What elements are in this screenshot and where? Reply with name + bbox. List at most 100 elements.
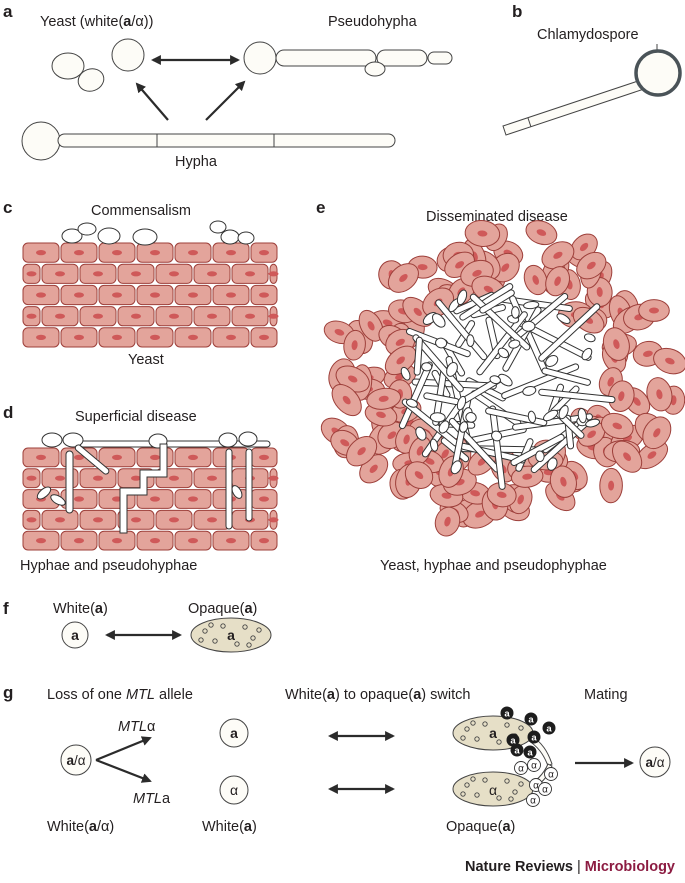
vesicle	[512, 789, 518, 795]
cell-nucleus	[596, 287, 603, 297]
yeast-cell	[429, 438, 439, 452]
yeast-cell	[36, 486, 52, 500]
yeast-bud	[77, 68, 105, 92]
a-pheromone	[510, 743, 524, 757]
yeast-cell	[556, 313, 571, 324]
panel-d-letter: d	[3, 403, 13, 422]
cell-nucleus	[395, 338, 405, 346]
panel-c-letter: c	[3, 198, 12, 217]
cell-nucleus	[560, 476, 567, 487]
cell-nucleus	[649, 307, 659, 314]
yeast-cell	[583, 333, 596, 343]
mtl-a-label: MTLa	[133, 791, 171, 807]
alpha-pheromone	[538, 782, 552, 796]
vesicle	[208, 622, 214, 628]
alpha-pheromone	[526, 793, 540, 807]
cell-nucleus	[150, 538, 160, 544]
a-pheromone-label: a	[546, 724, 552, 735]
panel-c: c Commensalism Yeast	[3, 198, 279, 368]
cell-nucleus	[632, 397, 641, 406]
white-alpha-cell	[219, 775, 249, 805]
invading-hyphae	[36, 431, 271, 534]
yeast-cell	[209, 220, 227, 234]
yeast-cell	[585, 418, 601, 428]
panel-e: e Disseminated disease Yeast, hyphae and…	[316, 198, 685, 574]
cell-nucleus	[188, 334, 198, 340]
vesicle	[508, 796, 514, 802]
white-cell	[61, 621, 89, 649]
cell-nucleus	[26, 475, 37, 481]
cell-nucleus	[112, 250, 122, 256]
alpha-pheromone-label: α	[530, 796, 536, 807]
cell-nucleus	[416, 446, 424, 456]
yeast-cell	[558, 404, 569, 420]
white-a-label: White(a)	[53, 601, 108, 617]
a-pheromone	[527, 730, 541, 744]
cell-nucleus	[131, 271, 141, 277]
cell-nucleus	[340, 439, 350, 447]
hypha-mother-cell	[21, 121, 61, 161]
hypha-label: Hypha	[175, 154, 218, 170]
cell-nucleus	[579, 242, 589, 252]
cell-nucleus	[647, 451, 657, 459]
yeast-cell	[523, 301, 540, 310]
cell-nucleus	[618, 391, 625, 402]
yeast-cell	[491, 430, 503, 442]
pseudohypha-segment	[376, 49, 428, 67]
cell-nucleus	[536, 229, 547, 236]
opaque-cell-vesicles	[198, 622, 262, 648]
cell-nucleus	[369, 464, 378, 473]
cell-nucleus	[226, 334, 236, 340]
yeast-cell	[546, 457, 558, 471]
hypha	[479, 289, 515, 314]
cell-nucleus	[150, 334, 160, 340]
vesicle	[460, 791, 466, 797]
mtl-alpha-label: MTLα	[118, 719, 155, 735]
vesicle	[474, 736, 480, 742]
disseminated-caption: Yeast, hyphae and pseudophyphae	[380, 558, 607, 574]
journal-section: Microbiology	[584, 859, 675, 875]
cell-nucleus	[74, 454, 84, 460]
cell-nucleus	[131, 313, 141, 319]
pseudohypha-mother-cell	[243, 41, 277, 75]
opaque-a-cell-label: a	[489, 725, 497, 741]
opaque-vesicles	[460, 720, 524, 802]
yeast-cell	[497, 373, 513, 387]
cell-nucleus	[334, 329, 345, 336]
vesicle	[220, 623, 226, 629]
hypha	[74, 444, 110, 475]
yeast-cell	[465, 412, 477, 423]
cell-nucleus	[169, 517, 179, 523]
white-a-cell	[219, 718, 249, 748]
yeast-cell	[438, 420, 450, 434]
chlamydospore-label: Chlamydospore	[537, 27, 639, 43]
yeast-cell	[577, 407, 587, 424]
mated-diploid-cell	[639, 746, 671, 778]
yeast-cell	[450, 460, 462, 475]
yeast-cell	[466, 334, 475, 347]
vesicle	[482, 777, 488, 783]
chlamydospore-septum	[527, 117, 532, 128]
cell-nucleus	[112, 454, 122, 460]
vesicle	[496, 795, 502, 801]
journal-name: Nature Reviews	[464, 859, 573, 875]
epithelium-c	[22, 242, 279, 348]
cell-nucleus	[93, 475, 103, 481]
cell-nucleus	[441, 449, 449, 459]
alpha-pheromone	[544, 767, 558, 781]
vesicle	[470, 720, 476, 726]
yeast-cell	[51, 52, 85, 80]
cell-nucleus	[403, 434, 410, 445]
cell-nucleus	[226, 292, 236, 298]
white-diploid-label: White(a/α)	[47, 819, 114, 835]
hypha	[65, 450, 74, 514]
surface-yeasts	[61, 220, 255, 246]
hypha	[225, 448, 233, 530]
cell-nucleus	[55, 475, 65, 481]
cell-nucleus	[517, 494, 524, 505]
vesicle	[504, 722, 510, 728]
yeast-cell	[521, 320, 536, 332]
vesicle	[482, 721, 488, 727]
cell-nucleus	[351, 340, 358, 351]
